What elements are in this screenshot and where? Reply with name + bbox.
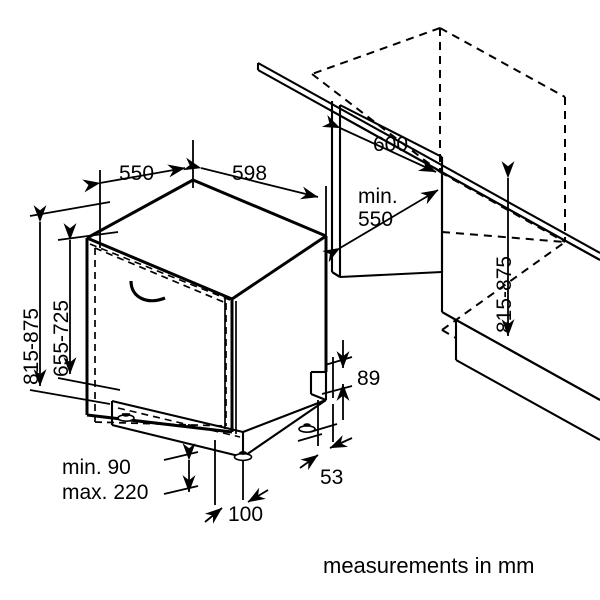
dim-53: [297, 400, 353, 471]
dim-815-875-left: [29, 201, 111, 405]
dim-label-550: 550: [119, 162, 155, 185]
dim-min-550-depth: [322, 189, 439, 263]
dim-label-600: 600: [373, 133, 409, 156]
dim-label-53: 53: [320, 466, 344, 489]
dim-label-815-875-right: 815-875: [493, 255, 516, 333]
adjustable-foot-left: [117, 413, 135, 422]
dim-min90-max220: [163, 443, 199, 495]
plinth-hidden-dashed: [117, 407, 241, 438]
dim-655-725: [57, 223, 121, 391]
dim-label-min-550: 550: [358, 208, 394, 231]
dim-label-655-725: 655-725: [50, 299, 73, 377]
dim-600-niche-width: [321, 101, 443, 185]
door-handle-recess: [129, 280, 166, 303]
appliance-top-face: [86, 178, 327, 301]
dim-label-min90: min. 90: [62, 456, 131, 479]
dim-100: [204, 440, 269, 524]
appliance-hidden-outline-dashed: [94, 247, 227, 427]
dim-label-598: 598: [232, 162, 268, 185]
dim-label-100: 100: [228, 503, 264, 526]
appliance-side-face: [230, 236, 328, 432]
dim-label-89: 89: [357, 367, 381, 390]
adjustable-foot-front: [233, 451, 253, 462]
door-panel-edge: [224, 296, 237, 434]
adjustable-foot-right: [298, 423, 316, 433]
door-top-gap-dashed: [89, 243, 231, 301]
dim-label-max220: max. 220: [62, 481, 149, 504]
niche-outline-dashed: [311, 27, 566, 243]
dim-89: [321, 340, 353, 420]
dim-label-min: min.: [358, 185, 398, 208]
cabinet-carcase-right: [440, 157, 600, 441]
dim-label-815-875-left: 815-875: [20, 307, 43, 385]
unit-note: measurements in mm: [323, 553, 535, 578]
cabinet-side-panel-left: [330, 101, 342, 278]
